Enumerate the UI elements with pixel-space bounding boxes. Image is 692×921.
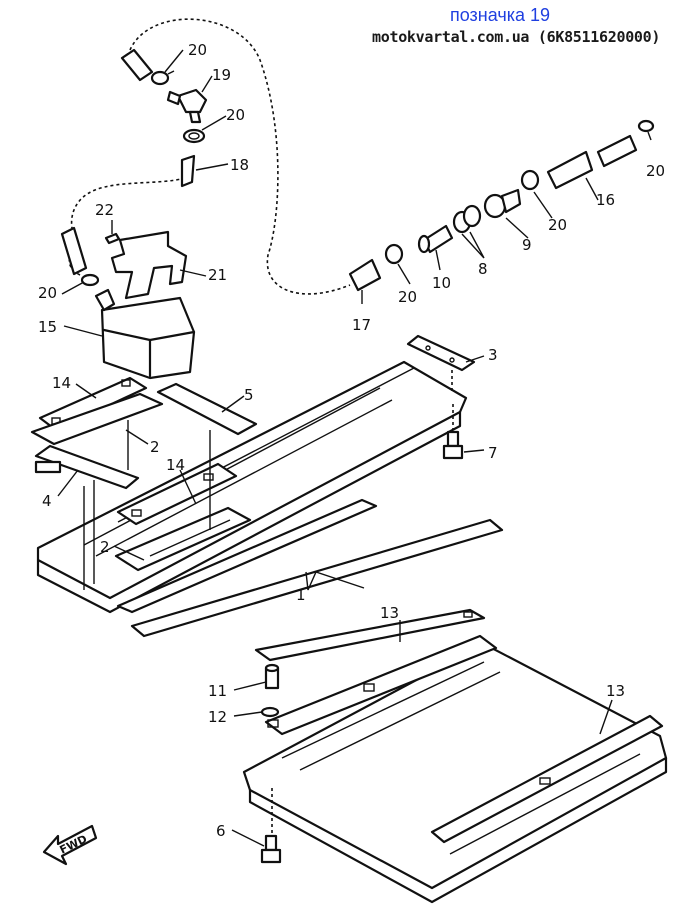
- hose-clamp-20-top-right: [637, 119, 655, 133]
- hose-17: [348, 258, 382, 292]
- strip-13-lower: [430, 714, 664, 844]
- callout-20-mid: 20: [548, 216, 567, 234]
- callout-9: 9: [522, 236, 532, 254]
- callout-2-upper: 2: [150, 438, 160, 456]
- elbow-fitting-19: [166, 88, 208, 124]
- bracket-strip-2-lower: [114, 506, 252, 572]
- diagram-reference-title: позначка 19: [450, 5, 551, 25]
- mounting-plate-3: [406, 334, 476, 392]
- hose-segment-top: [120, 48, 154, 82]
- callout-3: 3: [488, 346, 498, 364]
- rail-strips-1: [116, 498, 504, 638]
- callout-2-lower: 2: [100, 538, 110, 556]
- assembly-guides: [83, 420, 211, 590]
- callout-16: 16: [596, 191, 615, 209]
- callout-13-lower: 13: [606, 682, 625, 700]
- floor-plate: [242, 642, 668, 904]
- hose-clamp-20a: [150, 70, 175, 86]
- callout-11: 11: [208, 682, 227, 700]
- callout-17: 17: [352, 316, 371, 334]
- hose-clamp-20c: [80, 273, 100, 287]
- tank-bracket-21: [110, 230, 188, 300]
- callout-10: 10: [432, 274, 451, 292]
- hose-clamp-20d: [520, 169, 540, 191]
- washers-8: [452, 204, 482, 234]
- callout-20-top: 20: [188, 41, 207, 59]
- forward-direction-arrow: FWD: [42, 824, 98, 866]
- nipple-10: [417, 224, 454, 254]
- leader-lines: [57, 49, 652, 847]
- water-tank-15: [94, 288, 196, 380]
- hose-16: [546, 150, 594, 190]
- callout-13-upper: 13: [380, 604, 399, 622]
- callout-1: 1: [296, 586, 306, 604]
- callout-numbers: 20 19 20 18 22 21 20 15 20 16 20 9 8 10 …: [38, 41, 665, 840]
- pin-11: [264, 663, 280, 690]
- strip-13-long: [264, 634, 498, 736]
- bolt-6: [260, 788, 282, 864]
- bracket-strip-2-upper: [30, 392, 164, 446]
- washer-12: [260, 706, 280, 718]
- callout-7: 7: [488, 444, 498, 462]
- hose-segment-right: [596, 134, 638, 168]
- callout-18: 18: [230, 156, 249, 174]
- fitting-9: [483, 188, 522, 219]
- callout-8: 8: [478, 260, 488, 278]
- hose-18: [180, 154, 196, 188]
- strip-5: [156, 382, 258, 436]
- hose-segment-left: [60, 226, 88, 276]
- callout-6: 6: [216, 822, 226, 840]
- screw-22: [104, 232, 121, 245]
- callout-4: 4: [42, 492, 52, 510]
- callout-21: 21: [208, 266, 227, 284]
- callout-15: 15: [38, 318, 57, 336]
- callout-14-lower: 14: [166, 456, 185, 474]
- bolt-7: [442, 404, 464, 460]
- callout-22: 22: [95, 201, 114, 219]
- hose-clamp-20b: [182, 128, 206, 144]
- callout-20-left: 20: [38, 284, 57, 302]
- strip-4: [34, 444, 140, 490]
- callout-20-fitting: 20: [226, 106, 245, 124]
- hose-clamp-20e: [384, 243, 404, 265]
- drain-hose-routing: [68, 18, 351, 295]
- callout-20-right: 20: [646, 162, 665, 180]
- strip-13-upper: [254, 608, 486, 662]
- source-and-part-number: motokvartal.com.ua (6K8511620000): [372, 28, 661, 46]
- callout-12: 12: [208, 708, 227, 726]
- callout-5: 5: [244, 386, 254, 404]
- callout-20-lower: 20: [398, 288, 417, 306]
- callout-19: 19: [212, 66, 231, 84]
- callout-14-upper: 14: [52, 374, 71, 392]
